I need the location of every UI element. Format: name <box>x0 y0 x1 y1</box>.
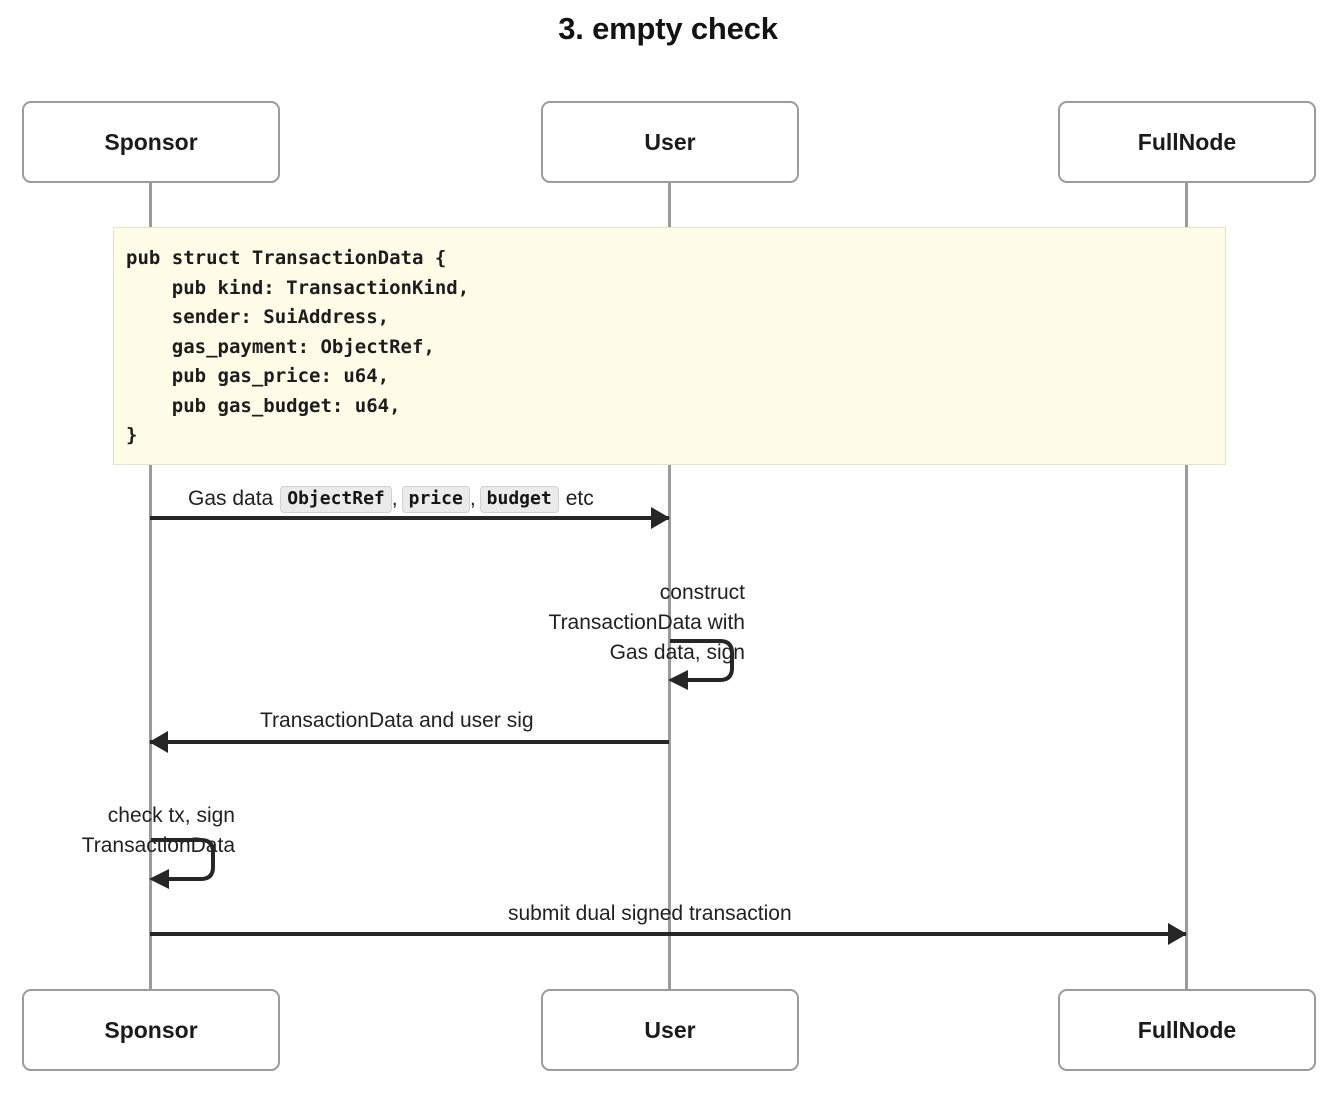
actor-box-fullnode-bottom[interactable]: FullNode <box>1058 989 1316 1071</box>
lifeline-sponsor <box>149 183 152 989</box>
comma-1: , <box>391 487 398 511</box>
actor-box-fullnode-top[interactable]: FullNode <box>1058 101 1316 183</box>
code-chip-objectref: ObjectRef <box>280 486 392 513</box>
message-label-transactiondata-user-sig: TransactionData and user sig <box>260 709 534 733</box>
actor-label-sponsor-top: Sponsor <box>104 128 198 155</box>
code-chip-price: price <box>401 486 470 513</box>
note-block-transactiondata: pub struct TransactionData { pub kind: T… <box>113 227 1226 465</box>
actor-label-user-top: User <box>644 128 696 155</box>
message-label-construct: construct TransactionData with Gas data,… <box>400 548 745 668</box>
arrow-shaft <box>150 932 1186 936</box>
actor-label-fullnode-top: FullNode <box>1137 128 1237 155</box>
arrow-head-right <box>651 507 670 529</box>
arrow-head-right <box>1168 923 1187 945</box>
arrow-shaft <box>150 740 669 744</box>
actor-box-user-top[interactable]: User <box>541 101 799 183</box>
actor-box-user-bottom[interactable]: User <box>541 989 799 1071</box>
actor-label-user-bottom: User <box>644 1016 696 1043</box>
message-label-transactiondata-user-sig-text: TransactionData and user sig <box>260 709 534 732</box>
message-label-submit-dual-signed: submit dual signed transaction <box>508 902 792 926</box>
arrow-shaft <box>150 516 669 520</box>
message-label-gas-data-text2: etc <box>565 487 594 511</box>
self-loop-sponsor-check-tx <box>149 838 215 889</box>
arrow-head-left <box>149 731 168 753</box>
actor-box-sponsor-bottom[interactable]: Sponsor <box>22 989 280 1071</box>
message-arrow-gas-data <box>150 507 670 529</box>
message-label-gas-data: Gas data ObjectRef , price , budget etc <box>188 486 594 513</box>
message-label-submit-dual-signed-text: submit dual signed transaction <box>508 902 792 925</box>
comma-2: , <box>469 487 476 511</box>
lifeline-fullnode <box>1185 183 1188 989</box>
lifeline-user <box>668 183 671 989</box>
self-loop-user-construct <box>668 639 734 690</box>
note-code-text: pub struct TransactionData { pub kind: T… <box>126 247 470 446</box>
message-arrow-submit-dual-signed <box>150 923 1187 945</box>
message-label-construct-text: construct TransactionData with Gas data,… <box>548 581 745 664</box>
message-arrow-transactiondata-user-sig <box>149 731 669 753</box>
code-chip-budget: budget <box>479 486 559 513</box>
page-title: 3. empty check <box>558 11 778 46</box>
actor-box-sponsor-top[interactable]: Sponsor <box>22 101 280 183</box>
actor-label-fullnode-bottom: FullNode <box>1137 1016 1237 1043</box>
message-label-gas-data-text1: Gas data <box>188 487 274 511</box>
actor-label-sponsor-bottom: Sponsor <box>104 1016 198 1043</box>
